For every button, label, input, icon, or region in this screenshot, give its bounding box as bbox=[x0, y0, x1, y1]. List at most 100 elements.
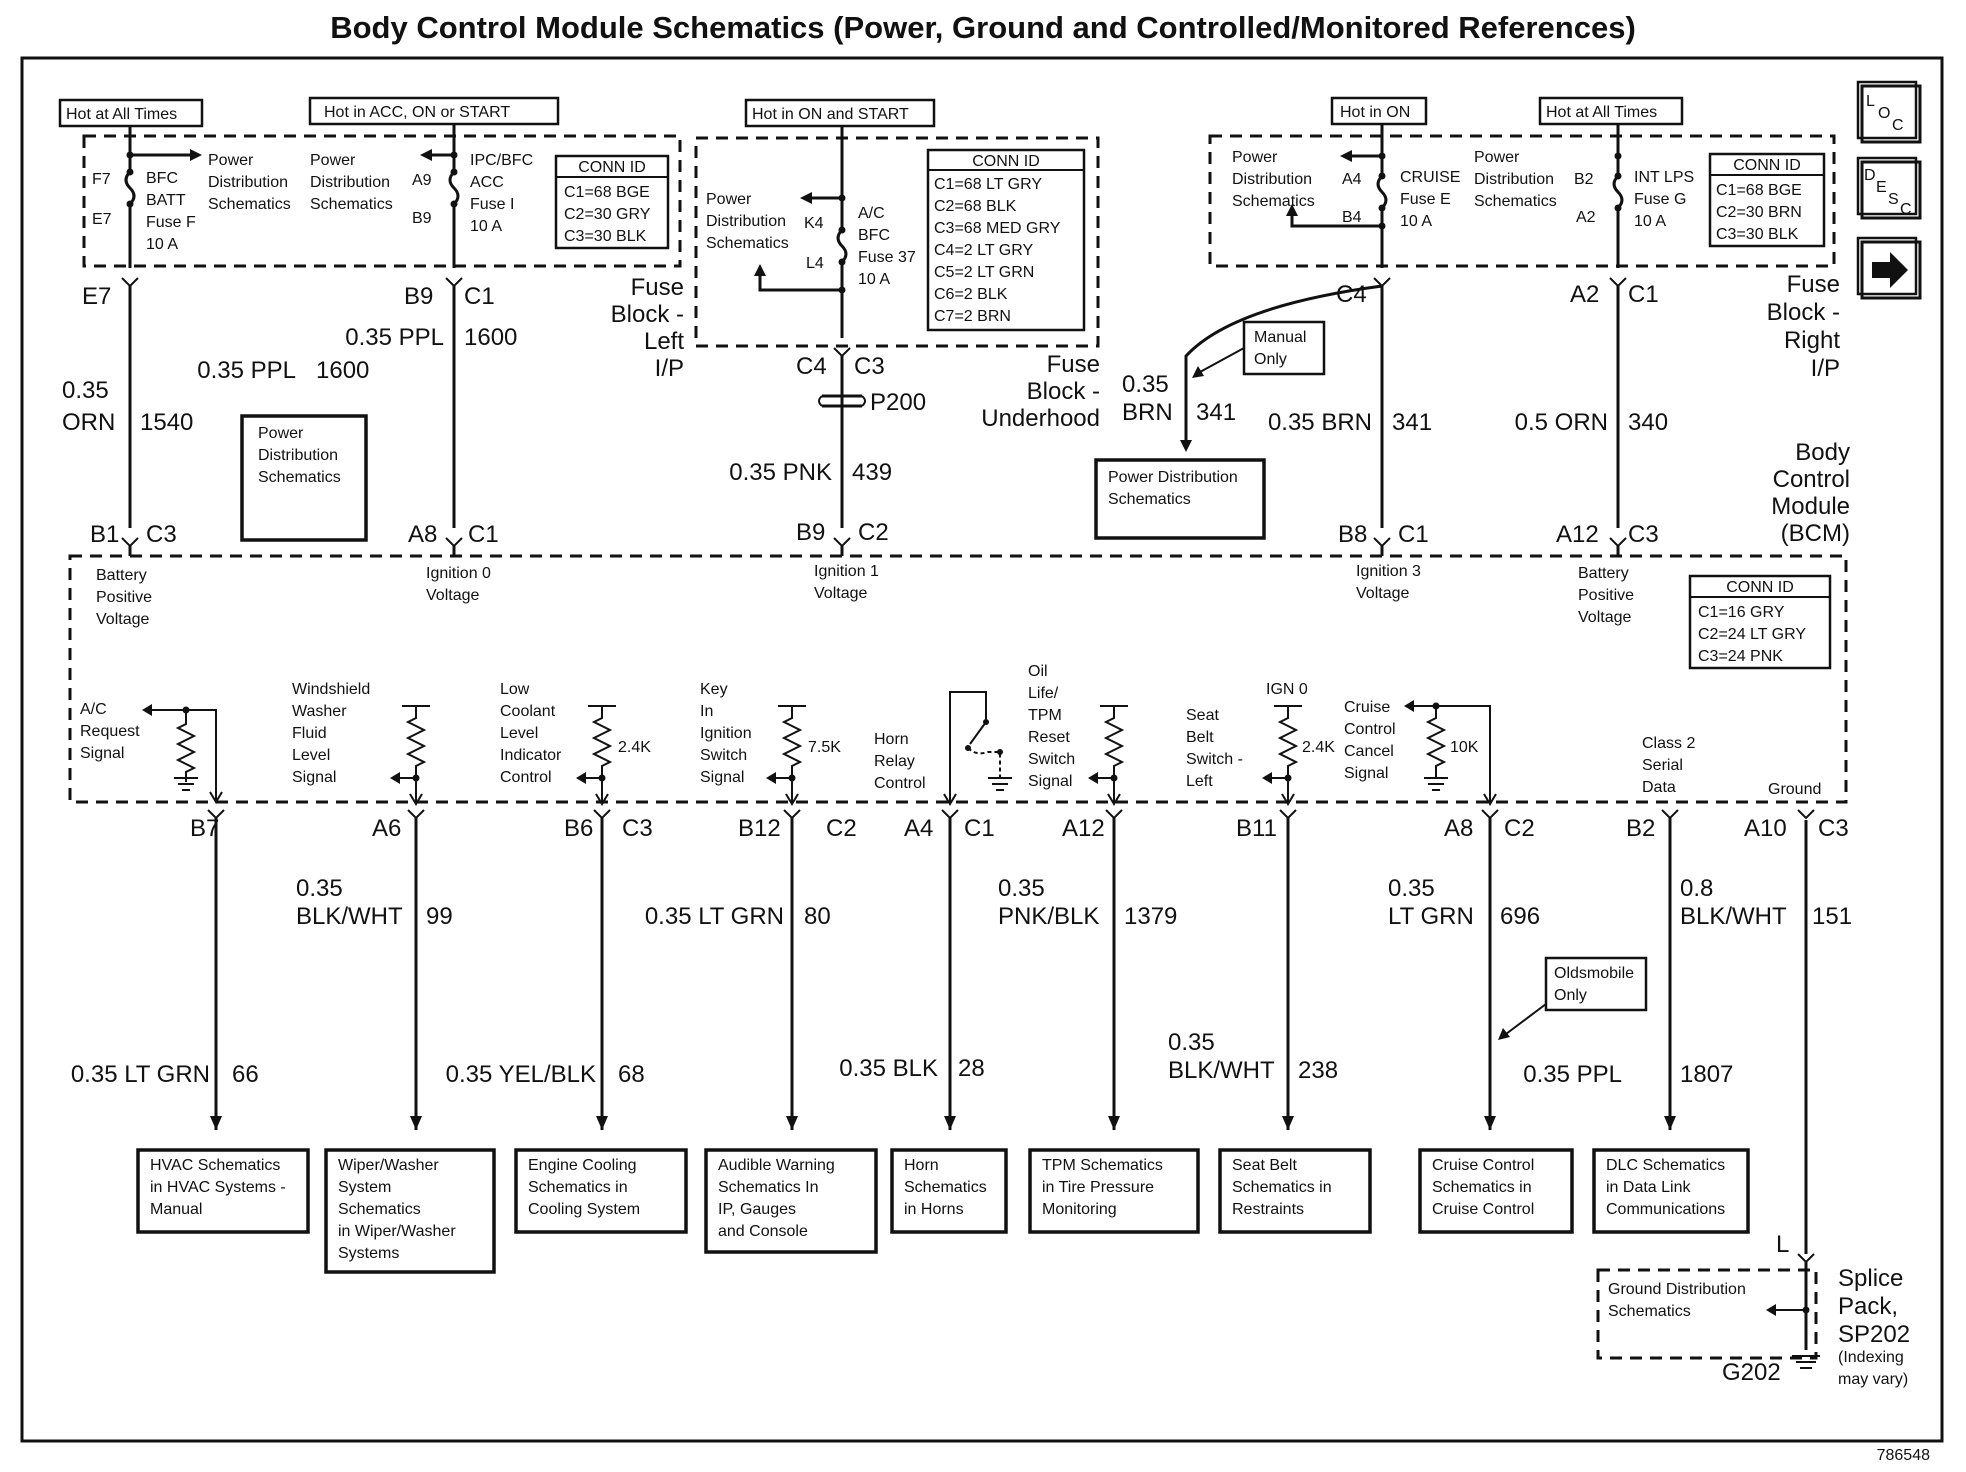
svg-text:Voltage: Voltage bbox=[814, 585, 867, 602]
svg-text:CONN ID: CONN ID bbox=[1726, 579, 1794, 596]
svg-text:Washer: Washer bbox=[292, 703, 347, 720]
wire-151-gauge: 0.8 bbox=[1680, 875, 1713, 902]
svg-text:C: C bbox=[1892, 117, 1904, 134]
svg-text:Switch -: Switch - bbox=[1186, 751, 1243, 768]
svg-text:Request: Request bbox=[80, 723, 140, 740]
wire-696-gauge: 0.35 bbox=[1388, 875, 1435, 902]
svg-text:may vary): may vary) bbox=[1838, 1371, 1908, 1388]
next-arrow-icon bbox=[1872, 252, 1908, 288]
svg-text:Schematics: Schematics bbox=[258, 469, 341, 486]
svg-text:C4=2 LT GRY: C4=2 LT GRY bbox=[934, 242, 1033, 259]
svg-text:Life/: Life/ bbox=[1028, 685, 1059, 702]
svg-text:Schematics: Schematics bbox=[1108, 491, 1191, 508]
svg-text:A4: A4 bbox=[1342, 171, 1362, 188]
svg-text:439: 439 bbox=[852, 459, 892, 486]
input-washer-fluid: Windshield Washer Fluid Level Signal bbox=[292, 681, 430, 806]
svg-text:Coolant: Coolant bbox=[500, 703, 556, 720]
wire-68-circuit: 68 bbox=[618, 1061, 645, 1088]
manual-only-note: Manual Only bbox=[1192, 320, 1326, 378]
svg-text:Battery: Battery bbox=[96, 567, 147, 584]
wire-238-gauge: 0.35 bbox=[1168, 1029, 1215, 1056]
svg-text:Serial: Serial bbox=[1642, 757, 1683, 774]
power-distribution-box-right[interactable]: Power Distribution Schematics bbox=[1094, 458, 1266, 540]
svg-text:Hot at All Times: Hot at All Times bbox=[1546, 104, 1657, 121]
wire-1379-circuit: 1379 bbox=[1124, 903, 1177, 930]
svg-text:Class 2: Class 2 bbox=[1642, 735, 1695, 752]
svg-text:SP202: SP202 bbox=[1838, 1321, 1910, 1348]
wire-696-color: LT GRN bbox=[1388, 903, 1474, 930]
svg-text:Ignition 1: Ignition 1 bbox=[814, 563, 879, 580]
svg-text:Distribution: Distribution bbox=[310, 174, 390, 191]
svg-text:10 A: 10 A bbox=[146, 236, 178, 253]
fuse-block-underhood-name-2: Block - bbox=[1027, 378, 1100, 405]
svg-text:Seat Belt: Seat Belt bbox=[1232, 1157, 1297, 1174]
desc-button[interactable]: D E S C bbox=[1856, 156, 1922, 220]
power-distribution-box-left[interactable]: Power Distribution Schematics bbox=[240, 414, 368, 542]
splice-pack-sp202: L Ground Distribution Schematics Splice … bbox=[1596, 820, 1910, 1388]
bcm-module bbox=[68, 554, 1848, 804]
svg-text:C3: C3 bbox=[1628, 521, 1659, 548]
svg-text:C7=2 BRN: C7=2 BRN bbox=[934, 308, 1011, 325]
fuse-block-right-name-3: Right bbox=[1784, 327, 1840, 354]
loc-button[interactable]: L O C bbox=[1856, 80, 1922, 144]
svg-text:Positive: Positive bbox=[96, 589, 152, 606]
svg-text:P200: P200 bbox=[870, 389, 926, 416]
svg-text:Voltage: Voltage bbox=[426, 587, 479, 604]
svg-text:Manual: Manual bbox=[150, 1201, 202, 1218]
svg-text:IPC/BFC: IPC/BFC bbox=[470, 152, 533, 169]
next-page-button[interactable] bbox=[1856, 236, 1922, 300]
svg-text:Schematics: Schematics bbox=[338, 1201, 421, 1218]
input-key-in-ignition: Key In Ignition Switch Signal 7.5K bbox=[700, 681, 841, 806]
svg-text:7.5K: 7.5K bbox=[808, 739, 841, 756]
svg-text:Signal: Signal bbox=[1028, 773, 1072, 790]
svg-text:C2: C2 bbox=[826, 815, 857, 842]
svg-text:A/C: A/C bbox=[80, 701, 107, 718]
svg-text:Fuse 37: Fuse 37 bbox=[858, 249, 916, 266]
input-ac-request: A/C Request Signal bbox=[80, 701, 223, 804]
svg-text:BFC: BFC bbox=[858, 227, 890, 244]
svg-text:Systems: Systems bbox=[338, 1245, 399, 1262]
svg-text:G202: G202 bbox=[1722, 1359, 1781, 1386]
fuse-block-right-name-4: I/P bbox=[1811, 355, 1840, 382]
svg-text:TPM: TPM bbox=[1028, 707, 1062, 724]
svg-text:Hot in ON: Hot in ON bbox=[1340, 104, 1410, 121]
svg-text:Ground: Ground bbox=[1768, 781, 1821, 798]
wire-1807-label: 0.35 PPL bbox=[1523, 1061, 1622, 1088]
bcm-top-pin-a8: A8 C1 Ignition 0 Voltage bbox=[408, 521, 499, 604]
svg-text:Relay: Relay bbox=[874, 753, 915, 770]
svg-text:A6: A6 bbox=[372, 815, 401, 842]
svg-text:Schematics in: Schematics in bbox=[1432, 1179, 1532, 1196]
svg-text:Fuse G: Fuse G bbox=[1634, 191, 1686, 208]
svg-text:B7: B7 bbox=[190, 815, 219, 842]
svg-text:In: In bbox=[700, 703, 713, 720]
wire-28-label: 0.35 BLK bbox=[839, 1055, 938, 1082]
svg-text:Schematics: Schematics bbox=[1232, 193, 1315, 210]
svg-text:C5=2 LT GRN: C5=2 LT GRN bbox=[934, 264, 1034, 281]
wire-1807-circuit: 1807 bbox=[1680, 1061, 1733, 1088]
input-cruise-cancel: Cruise Control Cancel Signal 10K bbox=[1344, 699, 1497, 806]
conn-e7: E7 bbox=[82, 277, 139, 310]
svg-text:Splice: Splice bbox=[1838, 1265, 1903, 1292]
svg-text:Data: Data bbox=[1642, 779, 1676, 796]
svg-text:Hot in ON and START: Hot in ON and START bbox=[752, 106, 909, 123]
svg-text:Schematics in: Schematics in bbox=[528, 1179, 628, 1196]
svg-text:(Indexing: (Indexing bbox=[1838, 1349, 1904, 1366]
svg-text:E7: E7 bbox=[92, 211, 112, 228]
wire-341-gauge: 0.35 bbox=[1122, 371, 1169, 398]
fuse-block-right-name: Fuse bbox=[1787, 271, 1840, 298]
input-ground: Ground bbox=[1768, 781, 1821, 798]
wire-1600-circuit: 1600 bbox=[464, 324, 517, 351]
svg-text:C4: C4 bbox=[1336, 281, 1367, 308]
svg-text:L: L bbox=[1776, 1231, 1789, 1258]
